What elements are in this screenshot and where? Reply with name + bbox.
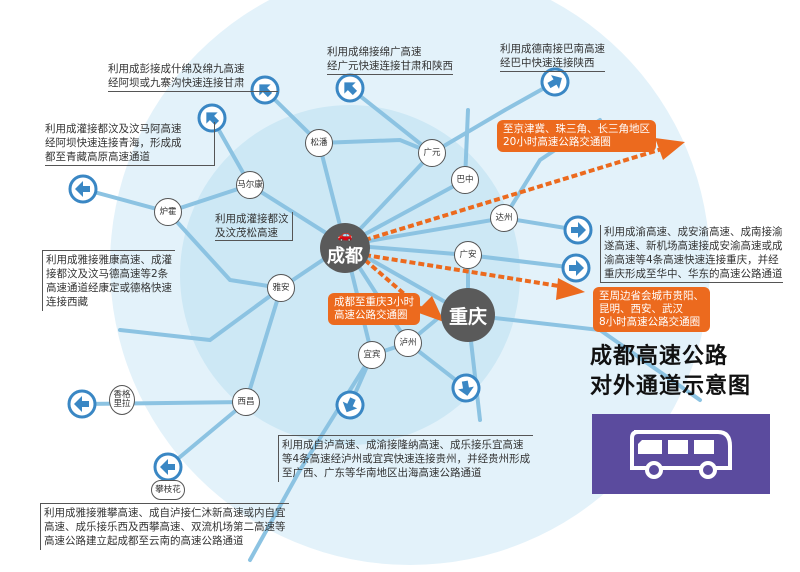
note-guizhou: 利用成自泸高速、成渝接隆纳高速、成乐接乐宜高速等4条高速经泸州或宜宾快速连接贵州… <box>278 435 534 482</box>
arrow-west-icon <box>153 452 183 482</box>
arrow-sw-icon <box>335 390 365 420</box>
page-title: 成都高速公路对外通道示意图 <box>590 344 752 399</box>
arrow-west-icon <box>68 174 98 204</box>
note-tibet: 利用成雅接雅康高速、成灌接都汶及汶马德高速等2条高速通道经康定或德格快速连接西藏 <box>42 250 175 311</box>
city-songpan: 松潘 <box>305 129 333 157</box>
note-chongqing-east: 利用成渝高速、成安渝高速、成南接渝遂高速、新机场高速接成安渝高速或成渝高速等4条… <box>600 225 783 283</box>
note-songpan: 利用成灌接都汶及汶茂松高速 <box>215 212 293 241</box>
arrow-ne-icon <box>540 67 570 97</box>
city-panzhihua: 攀枝花 <box>151 480 185 500</box>
city-guangyuan: 广元 <box>418 139 446 167</box>
label-3-hour-circle: 成都至重庆3小时高速公路交通圈 <box>328 293 421 325</box>
car-icon: 🚗 <box>337 228 353 242</box>
city-guangan: 广安 <box>454 241 482 269</box>
arrow-west-icon <box>67 389 97 419</box>
city-yibin: 宜宾 <box>358 341 386 369</box>
arrowhead-southeast <box>556 278 585 300</box>
city-luzhou: 泸州 <box>394 329 422 357</box>
note-gansu-shaanxi: 利用成绵接绵广高速经广元快速连接甘肃和陕西 <box>327 45 453 75</box>
arrow-nw-icon <box>197 103 227 133</box>
city-bazhong: 巴中 <box>451 166 479 194</box>
city-yaan: 雅安 <box>267 274 295 302</box>
city-dazhou: 达州 <box>490 204 518 232</box>
hub-chengdu-label: 成都 <box>327 246 363 267</box>
arrowhead-east <box>655 138 685 160</box>
arrow-east-icon <box>561 253 591 283</box>
note-yunnan: 利用成雅接雅攀高速、成自泸接仁沐新高速或内自宜高速、成乐接乐西及西攀高速、双流机… <box>40 503 289 550</box>
hub-chengdu: 🚗 成都 <box>320 223 370 273</box>
hub-chongqing: 重庆 <box>441 288 495 342</box>
arrow-east-icon <box>563 215 593 245</box>
bus-icon <box>630 430 732 479</box>
city-maerkang: 马尔康 <box>236 171 264 199</box>
bus-banner <box>592 414 770 494</box>
arrow-south-icon <box>451 373 481 403</box>
city-xianggelila: 香格里拉 <box>109 385 135 415</box>
note-gansu-jiuzhai: 利用成彭接成什绵及绵九高速经阿坝或九寨沟快速连接甘肃 <box>108 62 278 92</box>
arrow-nw-icon <box>335 73 365 103</box>
city-xichang: 西昌 <box>232 388 260 416</box>
note-shaanxi: 利用成德南接巴南高速经巴中快速连接陕西 <box>500 42 605 72</box>
arrowhead-chongqing <box>416 296 444 322</box>
arrow-nw-icon <box>250 75 280 105</box>
city-luhuo: 炉霍 <box>154 198 182 226</box>
note-qinghai: 利用成灌接都汶及汶马阿高速经阿坝快速连接青海，形成成都至青藏高原高速通道 <box>45 122 215 166</box>
